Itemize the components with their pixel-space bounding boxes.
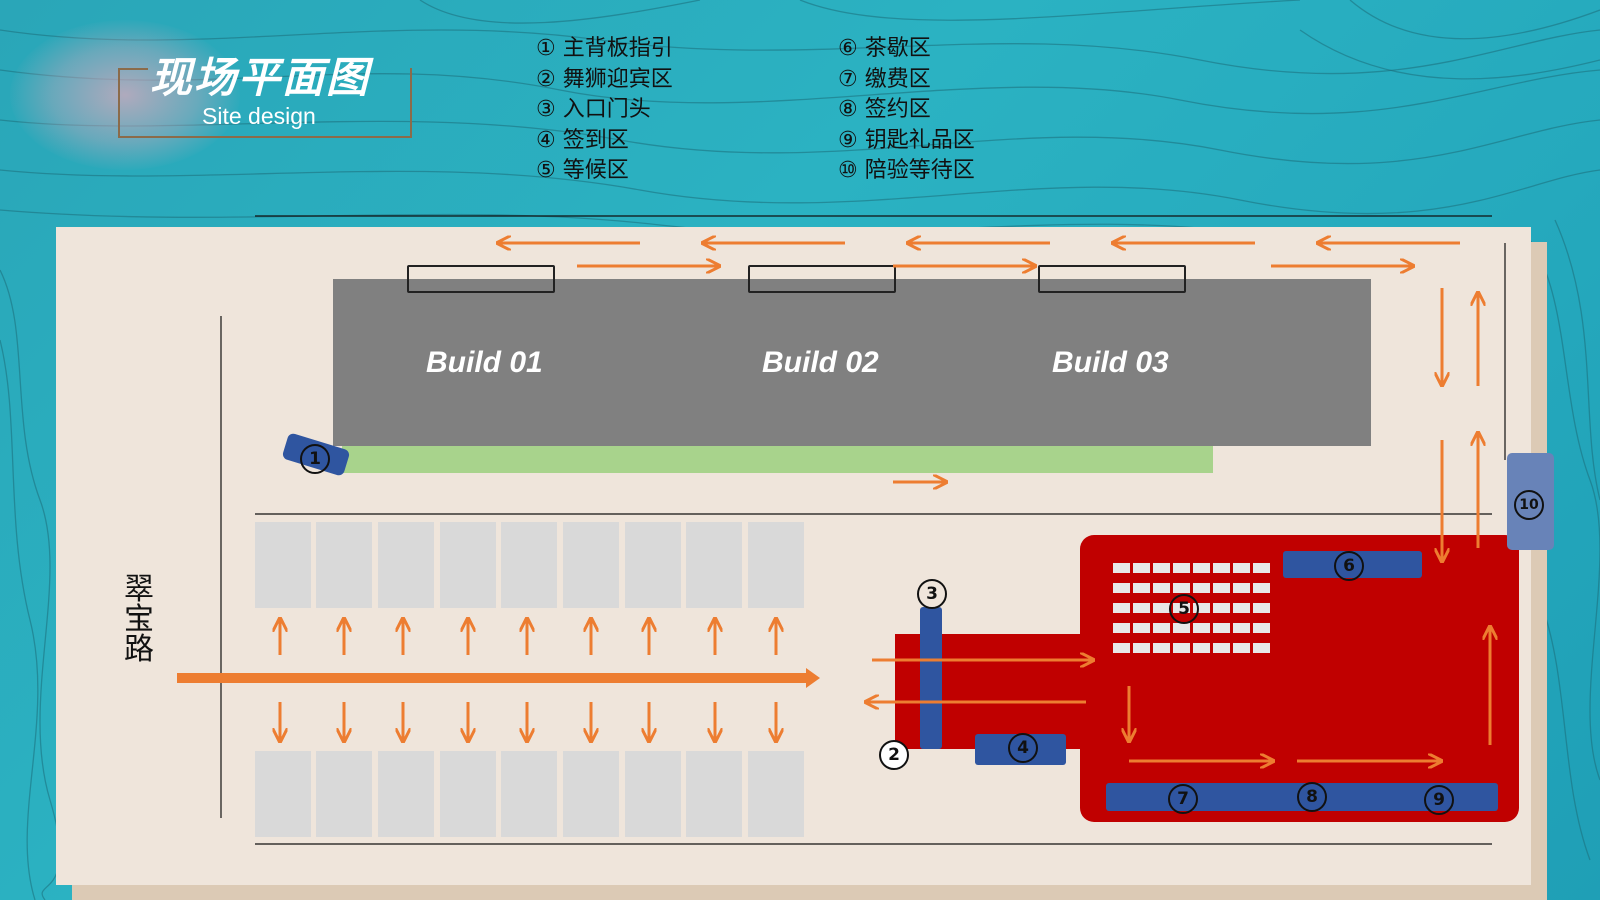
parking-space [440, 751, 496, 837]
building-entrance [748, 265, 896, 293]
building-entrance [407, 265, 555, 293]
decorative-glow [10, 20, 240, 170]
marker-3: 3 [917, 579, 947, 609]
road-name: 翠宝路 [124, 575, 154, 665]
reception-hall [1080, 535, 1519, 822]
parking-space [501, 522, 557, 608]
parking-space [748, 522, 804, 608]
building-label: Build 03 [1052, 346, 1169, 379]
road-name-label: 翠宝路 [124, 572, 154, 667]
building-label: Build 01 [426, 346, 543, 379]
legend-item: ⑩ 陪验等待区 [838, 158, 975, 183]
parking-space [378, 751, 434, 837]
marker-1: 1 [300, 444, 330, 474]
marker-10: 10 [1514, 490, 1544, 520]
building-label: Build 02 [762, 346, 879, 379]
parking-space [563, 751, 619, 837]
parking-space [563, 522, 619, 608]
parking-space [625, 522, 681, 608]
legend-item: ① 主背板指引 [536, 36, 673, 61]
building-entrance [1038, 265, 1186, 293]
marker-8: 8 [1297, 782, 1327, 812]
marker-6: 6 [1334, 551, 1364, 581]
parking-space [686, 751, 742, 837]
legend-item: ⑨ 钥匙礼品区 [838, 127, 975, 153]
parking-space [255, 751, 311, 837]
marker-7: 7 [1168, 784, 1198, 814]
legend-item: ⑦ 缴费区 [838, 66, 931, 92]
marker-5: 5 [1169, 594, 1199, 624]
green-belt [342, 446, 1213, 473]
legend-item: ⑥ 茶歇区 [838, 36, 931, 61]
page-subtitle: Site design [202, 103, 316, 129]
marker-2: 2 [879, 740, 909, 770]
parking-space [316, 751, 372, 837]
parking-space [316, 522, 372, 608]
parking-space [255, 522, 311, 608]
building-block [333, 279, 1371, 446]
legend-item: ④ 签到区 [536, 127, 629, 153]
title-frame [118, 68, 412, 138]
parking-space [440, 522, 496, 608]
parking-space [748, 751, 804, 837]
marker-9: 9 [1424, 785, 1454, 815]
waiting-seats [1113, 563, 1270, 653]
legend-item: ⑧ 签约区 [838, 97, 931, 122]
parking-space [686, 522, 742, 608]
parking-space [501, 751, 557, 837]
parking-space [625, 751, 681, 837]
legend-right: ⑥ 茶歇区 ⑦ 缴费区 ⑧ 签约区 ⑨ 钥匙礼品区 ⑩ 陪验等待区 [838, 34, 975, 187]
legend-item: ③ 入口门头 [536, 97, 651, 122]
entrance-gate [920, 607, 942, 749]
marker-4: 4 [1008, 733, 1038, 763]
legend-item: ⑤ 等候区 [536, 158, 629, 183]
page-title: 现场平面图 [150, 53, 371, 102]
legend-item: ② 舞狮迎宾区 [536, 66, 673, 92]
legend-left: ① 主背板指引 ② 舞狮迎宾区 ③ 入口门头 ④ 签到区 ⑤ 等候区 [536, 34, 673, 187]
parking-space [378, 522, 434, 608]
